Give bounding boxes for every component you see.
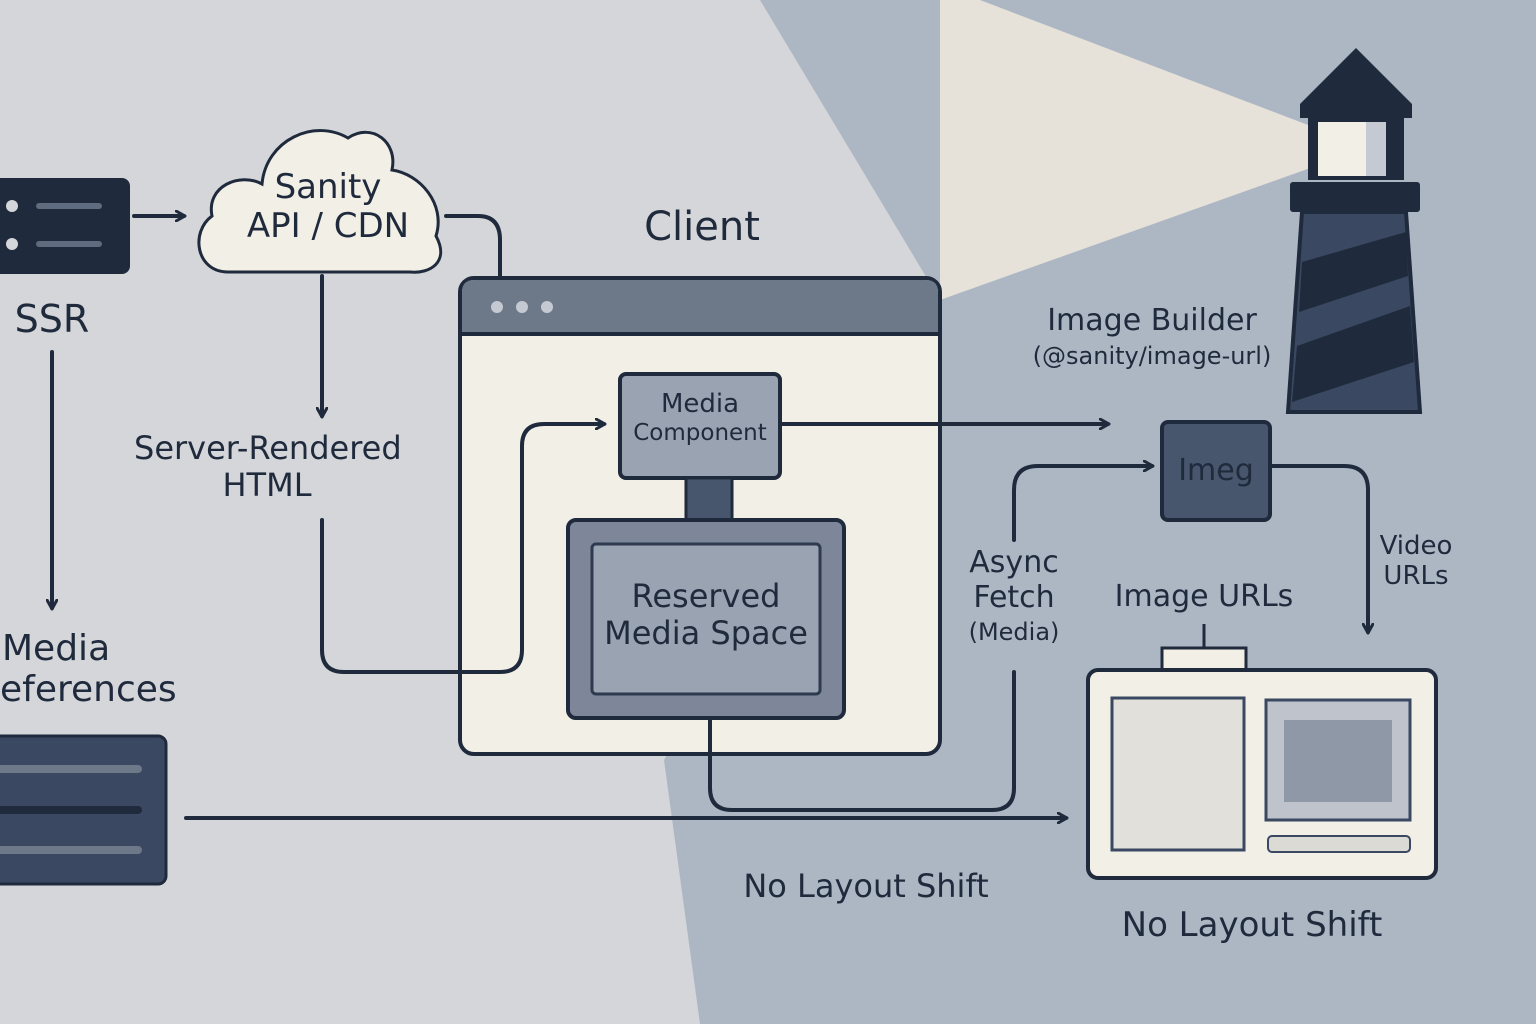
media-component-label: Media Component bbox=[622, 389, 778, 446]
imeg-box bbox=[1160, 420, 1272, 522]
sanity-api-label: Sanity API / CDN bbox=[228, 167, 428, 247]
server-rendered-html-line-2: HTML bbox=[222, 465, 312, 504]
server-icon bbox=[0, 178, 130, 274]
client-label: Client bbox=[644, 204, 760, 250]
ssr-label: SSR bbox=[14, 297, 90, 341]
server-rendered-html-line-1: Server-Rendered bbox=[134, 429, 402, 467]
image-builder-label: Image Builder (@sanity/image-url) bbox=[1020, 303, 1284, 370]
video-urls-line-2: URLs bbox=[1383, 560, 1449, 591]
media-references-line-2: eferences bbox=[0, 669, 177, 711]
connector-reserved-to-async-fetch bbox=[708, 670, 1016, 812]
no-layout-shift-right-label: No Layout Shift bbox=[1121, 905, 1383, 945]
reserved-media-space-inner bbox=[590, 542, 822, 696]
database-panel-icon bbox=[0, 734, 168, 886]
reserved-media-space-line-2: Media Space bbox=[604, 613, 808, 652]
no-layout-shift-center-label: No Layout Shift bbox=[743, 867, 989, 905]
media-references-line-1: Media bbox=[2, 628, 111, 669]
image-builder-line-1: Image Builder bbox=[1047, 303, 1257, 338]
media-component-line-1: Media bbox=[660, 389, 740, 419]
lighthouse-icon bbox=[1285, 48, 1423, 414]
sanity-api-label-line-1: Sanity bbox=[274, 167, 382, 207]
media-component-line-2: Component bbox=[633, 419, 767, 446]
image-urls-label: Image URLs bbox=[1114, 579, 1294, 614]
cloud-icon bbox=[197, 129, 443, 274]
server-rendered-html-label: Server-Rendered HTML bbox=[134, 429, 402, 504]
video-urls-label: Video URLs bbox=[1370, 531, 1462, 592]
arrow-server-rendered-to-media-component bbox=[320, 424, 604, 674]
reserved-media-space-label: Reserved Media Space bbox=[592, 578, 820, 652]
layout-preview-icon bbox=[1086, 624, 1438, 880]
async-fetch-line-1: Async bbox=[969, 545, 1059, 580]
async-fetch-line-3: (Media) bbox=[968, 618, 1060, 646]
async-fetch-label: Async Fetch (Media) bbox=[954, 545, 1074, 647]
video-urls-line-1: Video bbox=[1379, 531, 1453, 561]
imeg-label: Imeg bbox=[1178, 453, 1254, 488]
connector-api-to-client bbox=[444, 214, 502, 280]
media-component-stem bbox=[684, 476, 734, 522]
async-fetch-line-2: Fetch bbox=[973, 579, 1055, 615]
sanity-api-label-line-2: API / CDN bbox=[246, 206, 410, 247]
media-references-label: Media eferences bbox=[0, 628, 177, 711]
arrow-imeg-to-video-urls bbox=[1268, 464, 1368, 632]
arrow-async-fetch-to-imeg bbox=[1012, 466, 1152, 542]
image-builder-line-2: (@sanity/image-url) bbox=[1032, 341, 1272, 370]
light-beam bbox=[940, 0, 1316, 300]
reserved-media-space-line-1: Reserved bbox=[631, 577, 781, 615]
